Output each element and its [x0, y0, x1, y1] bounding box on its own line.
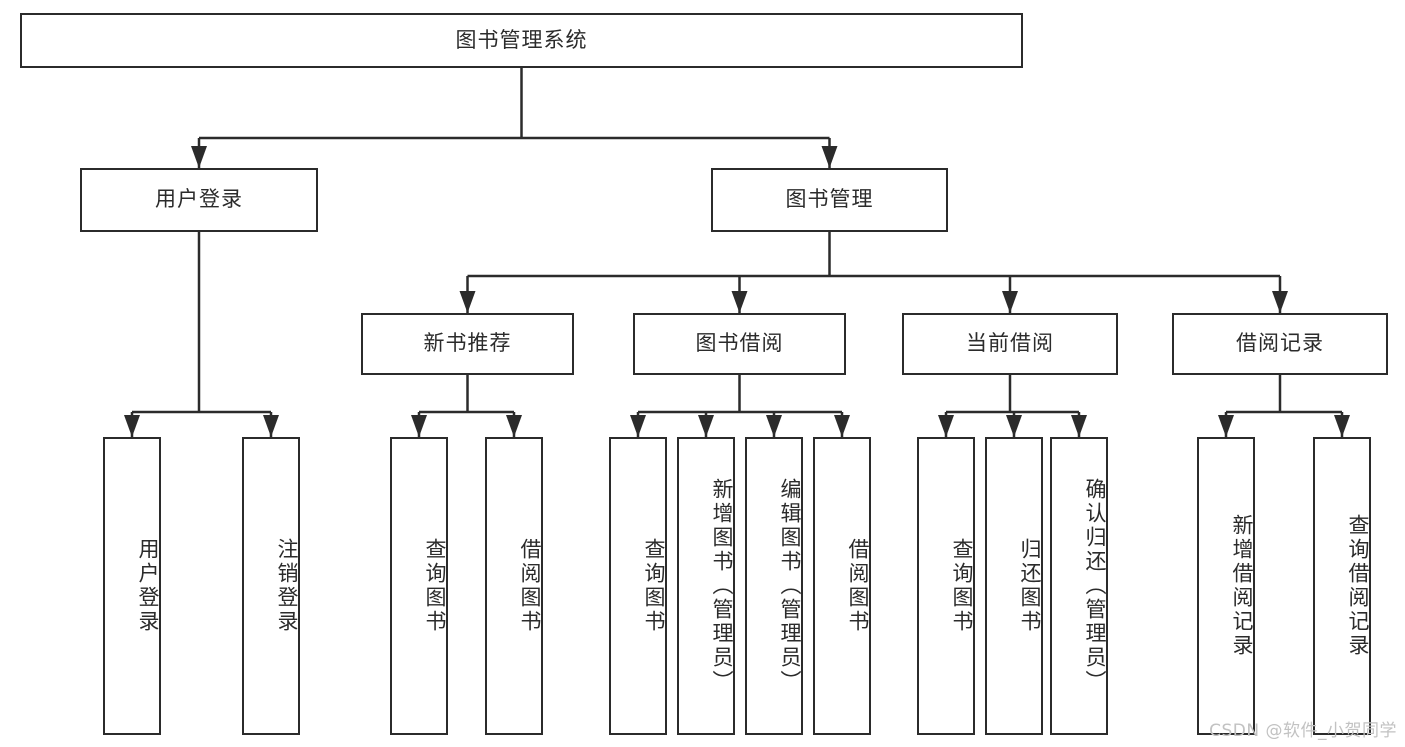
node-label: 图书借阅: [695, 331, 784, 356]
node-label: 图书管理: [785, 187, 874, 212]
node-label: 确认归还（管理员）: [1083, 478, 1107, 694]
edge-arrowhead: [1071, 415, 1087, 437]
node-label: 注销登录: [275, 538, 299, 634]
edge-arrowhead: [411, 415, 427, 437]
node-l-borrowbook1[interactable]: 借阅图书: [485, 437, 543, 735]
node-label: 查询图书: [950, 538, 974, 634]
node-borrow[interactable]: 图书借阅: [633, 313, 846, 375]
edge-arrowhead: [630, 415, 646, 437]
edge-arrowhead: [766, 415, 782, 437]
node-l-queryrecord[interactable]: 查询借阅记录: [1313, 437, 1371, 735]
node-label: 编辑图书（管理员）: [778, 478, 802, 694]
edge-arrowhead: [459, 291, 476, 313]
node-l-querybook1[interactable]: 查询图书: [390, 437, 448, 735]
node-l-addbook[interactable]: 新增图书（管理员）: [677, 437, 735, 735]
edge-arrowhead: [1006, 415, 1022, 437]
node-label: 借阅图书: [518, 538, 542, 634]
edge-arrowhead: [1002, 291, 1018, 313]
node-label: 查询图书: [423, 538, 447, 634]
node-l-querybook2[interactable]: 查询图书: [609, 437, 667, 735]
node-l-returnbook[interactable]: 归还图书: [985, 437, 1043, 735]
node-label: 查询图书: [642, 538, 666, 634]
node-label: 用户登录: [136, 538, 160, 634]
edge-arrowhead: [698, 415, 714, 437]
node-label: 用户登录: [155, 187, 243, 212]
edge-arrowhead: [1334, 415, 1350, 437]
node-label: 归还图书: [1018, 538, 1042, 634]
node-label: 借阅图书: [846, 538, 870, 634]
node-label: 图书管理系统: [455, 27, 588, 52]
node-l-confirm[interactable]: 确认归还（管理员）: [1050, 437, 1108, 735]
node-bookmgmt[interactable]: 图书管理: [711, 168, 948, 232]
node-records[interactable]: 借阅记录: [1172, 313, 1388, 375]
node-label: 查询借阅记录: [1346, 514, 1370, 658]
node-login[interactable]: 用户登录: [80, 168, 318, 232]
edge-arrowhead: [191, 146, 207, 168]
edge-arrowhead: [1272, 291, 1288, 313]
edge-arrowhead: [834, 415, 850, 437]
edge-arrowhead: [938, 415, 954, 437]
edge-arrowhead: [263, 415, 279, 437]
edge-arrowhead: [124, 415, 140, 437]
edge-arrowhead: [1218, 415, 1234, 437]
node-label: 新增图书（管理员）: [710, 478, 734, 694]
node-root[interactable]: 图书管理系统: [20, 13, 1023, 68]
edge-arrowhead: [731, 291, 748, 313]
node-l-logout[interactable]: 注销登录: [242, 437, 300, 735]
node-label: 新书推荐: [423, 331, 512, 356]
node-l-userlogin[interactable]: 用户登录: [103, 437, 161, 735]
node-label: 新增借阅记录: [1230, 514, 1254, 658]
node-l-addrecord[interactable]: 新增借阅记录: [1197, 437, 1255, 735]
node-l-querybook3[interactable]: 查询图书: [917, 437, 975, 735]
node-l-editbook[interactable]: 编辑图书（管理员）: [745, 437, 803, 735]
node-current[interactable]: 当前借阅: [902, 313, 1118, 375]
node-label: 当前借阅: [966, 331, 1054, 356]
node-newbook[interactable]: 新书推荐: [361, 313, 574, 375]
edge-arrowhead: [821, 146, 838, 168]
node-l-borrowbook2[interactable]: 借阅图书: [813, 437, 871, 735]
node-label: 借阅记录: [1236, 331, 1324, 356]
edge-arrowhead: [506, 415, 522, 437]
